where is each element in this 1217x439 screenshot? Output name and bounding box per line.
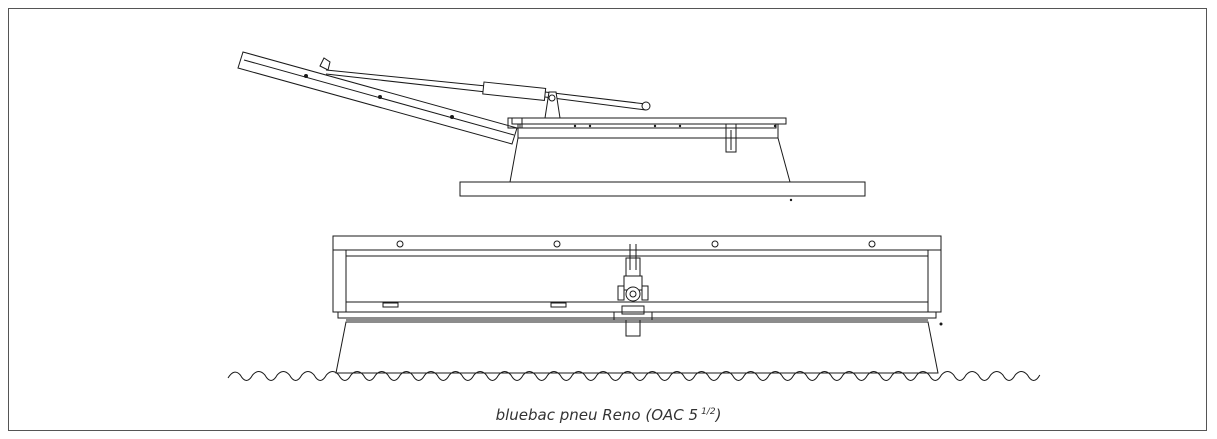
bottom-rail	[337, 311, 937, 319]
corrugated-roof	[227, 371, 1041, 381]
base-slab	[459, 181, 866, 197]
closed-hatch-front-view	[227, 235, 1041, 381]
right-post	[927, 249, 942, 313]
hinge-block	[507, 117, 523, 129]
open-hatch-side-view	[237, 51, 866, 202]
frame-rail	[511, 117, 787, 125]
drawing-frame	[8, 8, 1207, 431]
caption-text: bluebac pneu Reno (OAC 5	[495, 406, 699, 424]
lower-upstand	[335, 321, 939, 374]
frame-top-band	[332, 235, 942, 251]
frame-lower-rail	[519, 123, 777, 129]
lid-bolts	[304, 74, 454, 119]
frame-outer	[332, 235, 942, 313]
top-fixings	[396, 240, 876, 248]
caption-close: )	[715, 406, 722, 424]
arm-clip	[319, 57, 331, 71]
figure-caption: bluebac pneu Reno (OAC 5 1/2)	[0, 406, 1217, 424]
cylinder-bracket	[544, 91, 561, 119]
frame-rivets	[573, 124, 793, 202]
central-actuator	[613, 244, 653, 337]
left-post	[332, 249, 347, 313]
caption-fraction: 1/2	[701, 407, 716, 417]
latch	[725, 123, 737, 153]
upstand	[509, 137, 791, 183]
pneumatic-cylinder	[325, 69, 651, 111]
open-lid	[237, 51, 518, 145]
